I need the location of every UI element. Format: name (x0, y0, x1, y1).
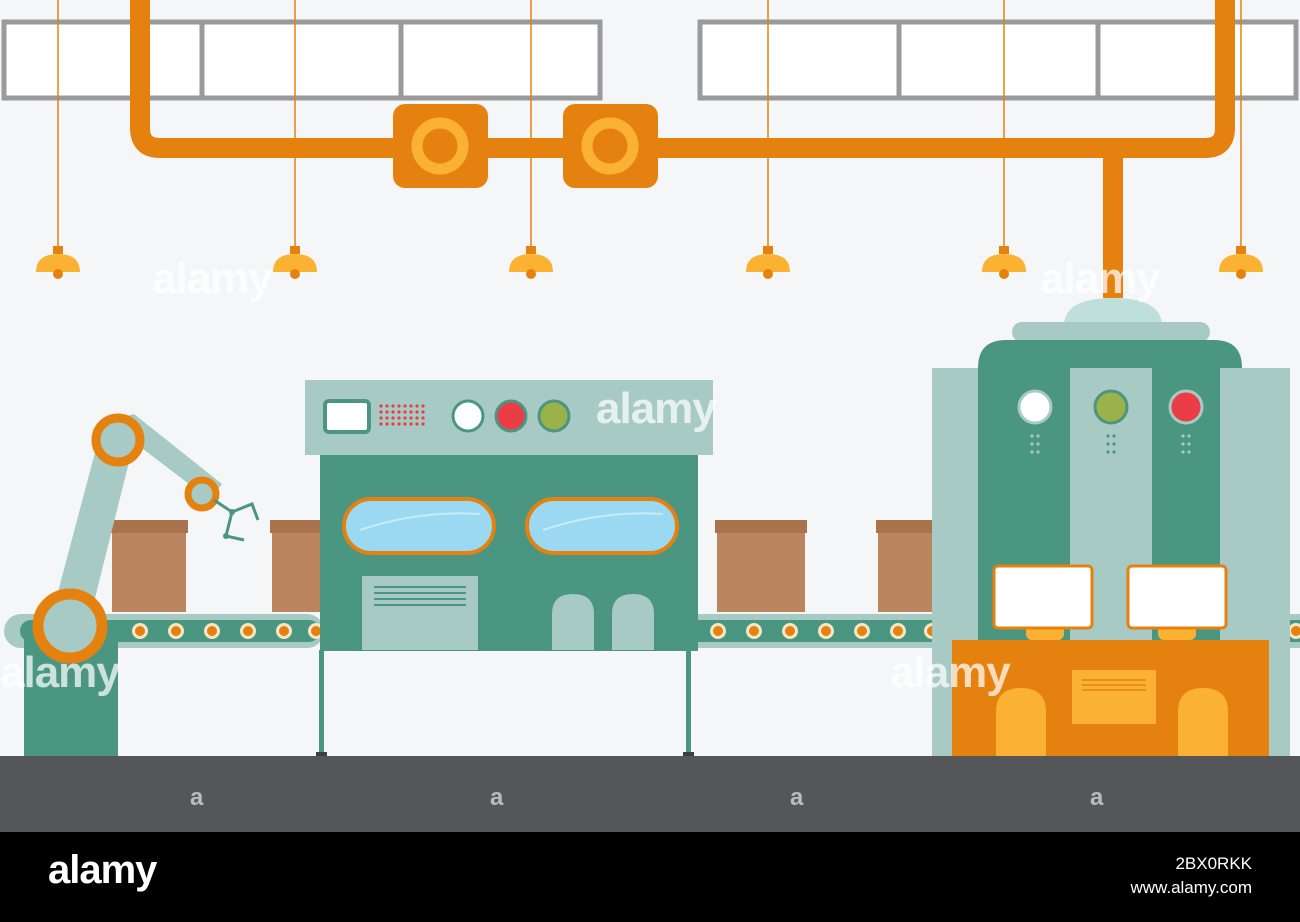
pendant-lamp-icon (36, 0, 80, 279)
machine-window (525, 497, 679, 555)
pendant-lamp-icon (509, 0, 553, 279)
indicator-light-green (1093, 389, 1129, 425)
sealing-machine (932, 298, 1290, 756)
overhead-pipes (130, 0, 1235, 298)
cardboard-box-icon (108, 520, 188, 612)
indicator-light-white (1017, 389, 1053, 425)
monitor-icon (1126, 564, 1228, 640)
footer-bar (0, 832, 1300, 922)
cardboard-box-icon (715, 520, 807, 612)
site-url[interactable]: www.alamy.com (1130, 878, 1252, 897)
ceiling-windows (1, 19, 1299, 101)
factory-floor (0, 756, 1300, 832)
image-id: 2BX0RKK (1175, 854, 1252, 873)
ceiling-window-right (697, 19, 1299, 101)
ceiling-window-left (1, 19, 603, 101)
pendant-lamps (36, 0, 1263, 279)
cardboard-box-icon (876, 520, 936, 612)
indicator-light-white (451, 399, 485, 433)
pendant-lamp-icon (982, 0, 1026, 279)
cardboard-box-icon (270, 520, 324, 612)
pipe-valve-icon (563, 104, 658, 188)
control-panel-icon (323, 399, 571, 434)
robot-arm-icon (24, 413, 260, 756)
factory-scene (0, 0, 1300, 832)
machine-vent-panel (362, 576, 478, 650)
pendant-lamp-icon (273, 0, 317, 279)
monitor-icon (992, 564, 1094, 640)
brand-logo[interactable]: alamy (48, 848, 157, 892)
indicator-light-red (1168, 389, 1204, 425)
pendant-lamp-icon (1219, 0, 1263, 279)
machine-window (342, 497, 496, 555)
packaging-machine (305, 380, 713, 756)
indicator-light-green (537, 399, 571, 433)
pendant-lamp-icon (746, 0, 790, 279)
indicator-light-red (494, 399, 528, 433)
label-plate (1072, 670, 1156, 724)
pipe-valve-icon (393, 104, 488, 188)
